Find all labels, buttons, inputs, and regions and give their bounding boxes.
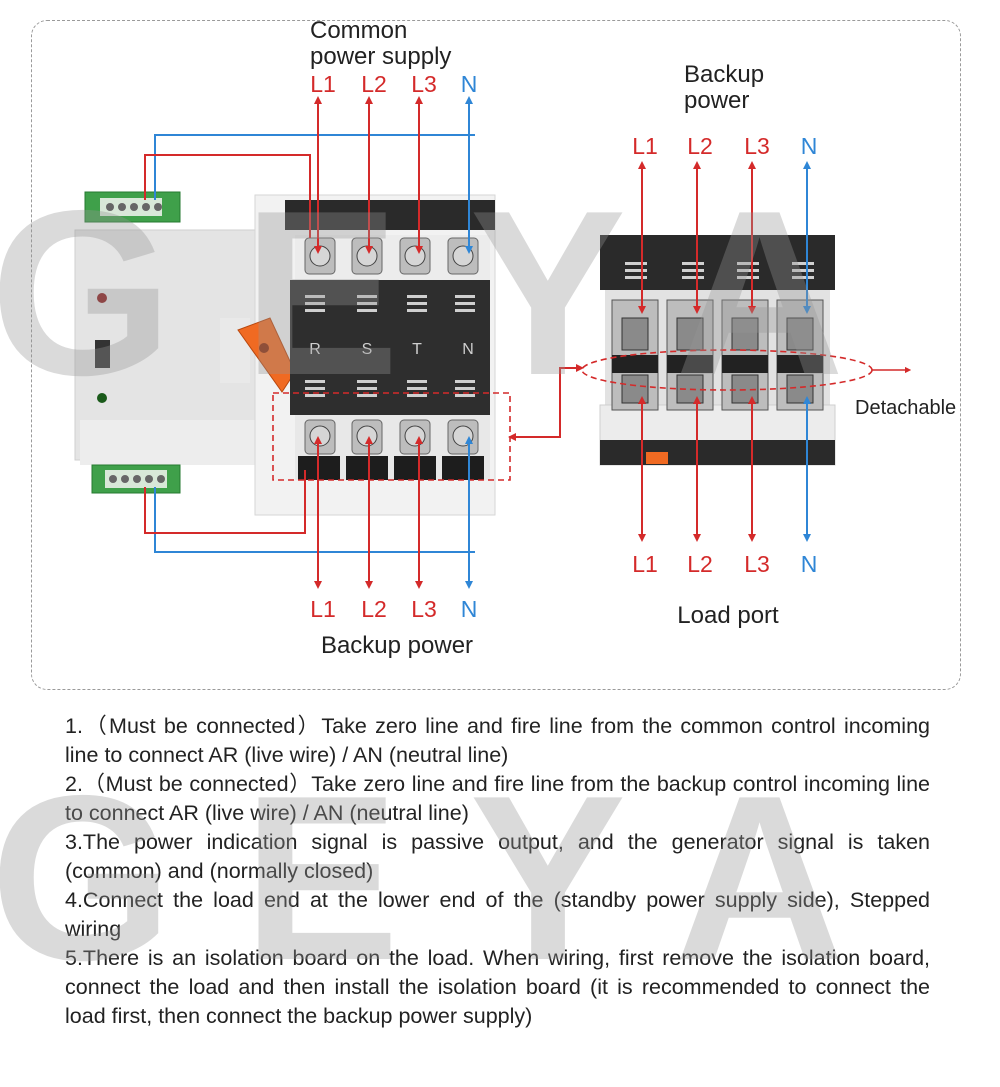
backup-bottom-label-l1: L1 — [310, 596, 336, 622]
note-item: 4.Connect the load end at the lower end … — [65, 888, 930, 941]
common-supply-arrows — [314, 96, 473, 254]
load-module — [599, 235, 836, 466]
wiring-notes: 1.（Must be connected）Take zero line and … — [65, 712, 930, 1031]
common-title-line2: power supply — [310, 43, 451, 70]
backup-bottom-label-l2: L2 — [361, 596, 387, 622]
diagram-frame — [31, 20, 961, 690]
backup-right-label-l2: L2 — [687, 133, 713, 159]
right-phase-arrows — [638, 161, 811, 542]
status-led-green — [97, 393, 107, 403]
wiring-diagram: R S T N — [74, 17, 956, 659]
detachable-label: Detachable — [855, 397, 956, 419]
marking-r: R — [309, 341, 321, 358]
backup-supply-terminals — [295, 415, 490, 480]
note-item: 2.（Must be connected）Take zero line and … — [65, 772, 930, 825]
marking-t: T — [412, 341, 422, 358]
backup-bottom-label-n: N — [461, 596, 478, 622]
common-label-l1: L1 — [310, 71, 336, 97]
load-label-l1: L1 — [632, 551, 658, 577]
load-label-n: N — [801, 551, 818, 577]
ats-unit: R S T N — [74, 191, 496, 516]
control-terminal-bottom — [91, 464, 181, 494]
load-label-l3: L3 — [744, 551, 770, 577]
backup-bottom-arrows — [314, 436, 473, 589]
load-label-l2: L2 — [687, 551, 713, 577]
backup-right-label-n: N — [801, 133, 818, 159]
backup-right-title-line1: Backup — [684, 61, 764, 88]
load-port-title: Load port — [677, 602, 779, 629]
transfer-handle — [220, 317, 296, 393]
status-led-red — [97, 293, 107, 303]
common-label-n: N — [461, 71, 478, 97]
backup-right-label-l3: L3 — [744, 133, 770, 159]
backup-right-label-l1: L1 — [632, 133, 658, 159]
backup-right-title-line2: power — [684, 87, 749, 114]
note-item: 5.There is an isolation board on the loa… — [65, 946, 930, 1028]
note-item: 1.（Must be connected）Take zero line and … — [65, 714, 930, 767]
common-label-l3: L3 — [411, 71, 437, 97]
common-supply-terminals — [295, 235, 490, 280]
common-label-l2: L2 — [361, 71, 387, 97]
common-title-line1: Common — [310, 17, 407, 44]
load-connection-arrow — [508, 364, 584, 441]
marking-n: N — [462, 341, 474, 358]
note-item: 3.The power indication signal is passive… — [65, 830, 930, 883]
control-terminal-top — [84, 191, 181, 223]
backup-bottom-label-l3: L3 — [411, 596, 437, 622]
backup-bottom-title: Backup power — [321, 632, 473, 659]
marking-s: S — [362, 341, 373, 358]
